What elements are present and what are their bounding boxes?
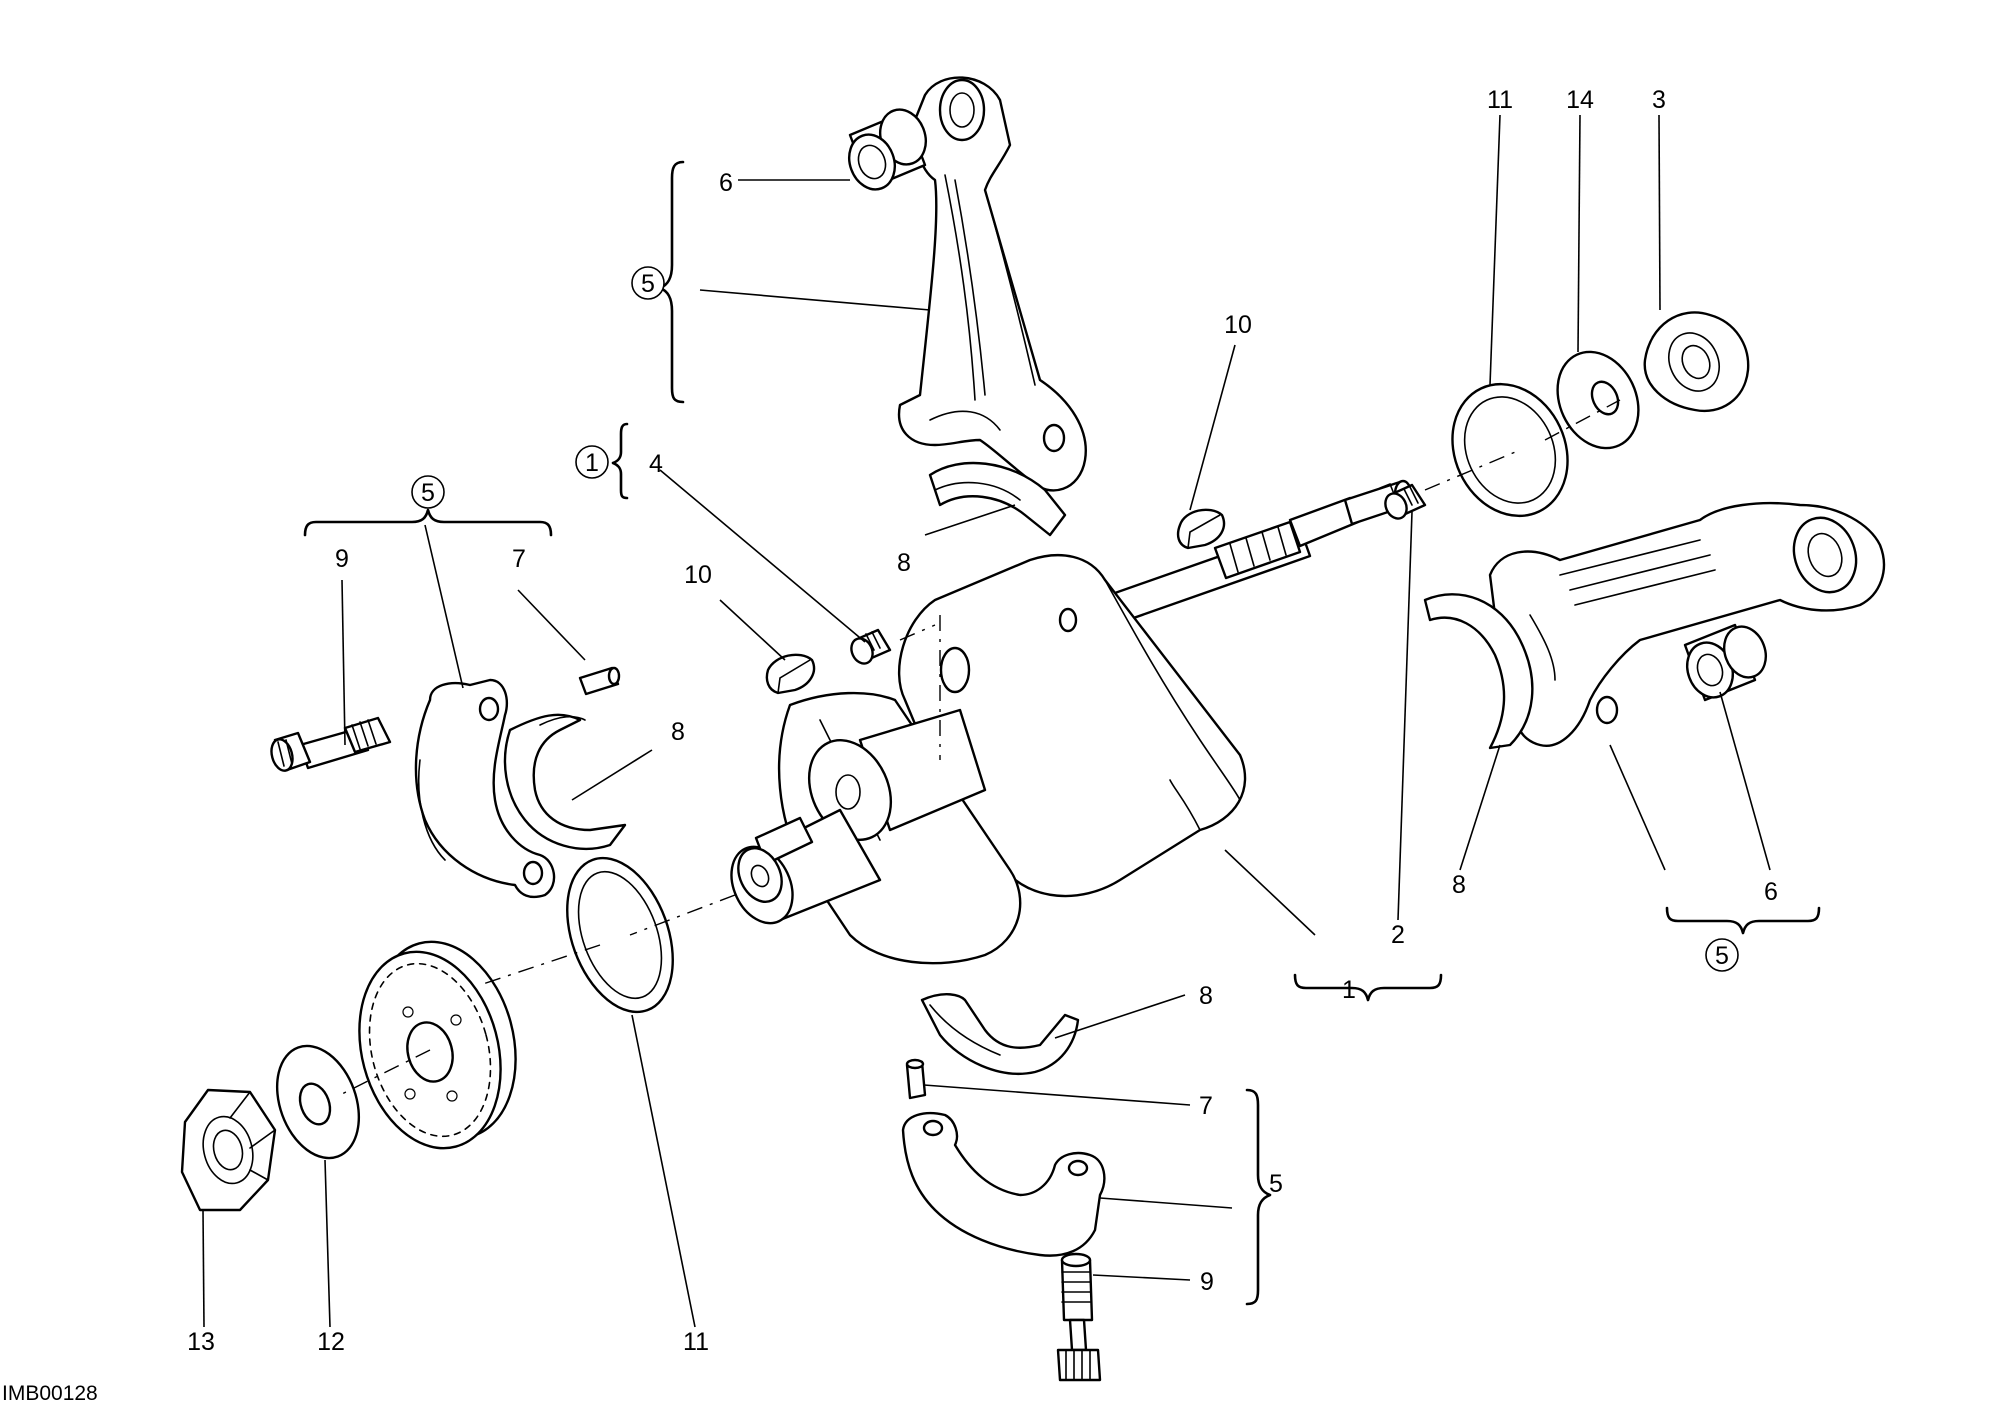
plug-4	[850, 628, 892, 665]
callout-10-top: 10	[1224, 311, 1252, 339]
callout-6-right: 6	[1764, 878, 1778, 906]
callout-10-mid: 10	[684, 561, 712, 589]
assembly-axis-plug	[899, 624, 936, 641]
drawing-code: IMB00128	[2, 1382, 98, 1405]
washer-14	[1556, 350, 1640, 450]
callout-11-top: 11	[1487, 86, 1513, 114]
thrust-washer-front	[566, 856, 674, 1014]
callout-ring-5-left	[411, 475, 445, 509]
bearing-shell-upper	[928, 461, 1067, 537]
callout-9-bottom: 9	[1200, 1268, 1214, 1296]
callout-6-top: 6	[719, 169, 733, 197]
assembly-axis-gear	[339, 1049, 431, 1096]
timing-gear	[358, 940, 517, 1150]
callout-5-top: 5	[641, 270, 655, 298]
bracket-group-5-left	[303, 508, 553, 537]
bracket-group-5-bottom	[1245, 1088, 1272, 1306]
assembly-axis-rear	[1424, 399, 1621, 491]
cap-bolt-bottom	[1056, 1252, 1102, 1382]
callout-9-left: 9	[335, 545, 349, 573]
bracket-group-1-bottom	[1293, 973, 1443, 1002]
callout-2: 2	[1391, 921, 1405, 949]
callout-8-left: 8	[671, 718, 685, 746]
bearing-shell-right	[1423, 593, 1534, 750]
plug-2	[1384, 483, 1427, 520]
connecting-rod-upper	[897, 76, 1087, 492]
bearing-shell-bottom	[920, 993, 1080, 1075]
dowel-pin-bottom	[905, 1058, 927, 1100]
rod-cap-left	[414, 678, 556, 899]
callout-1-left: 1	[585, 449, 599, 477]
callout-ring-5-top	[631, 266, 665, 300]
washer-12	[275, 1044, 361, 1160]
callout-13: 13	[187, 1328, 215, 1356]
assembly-axis-front	[479, 894, 736, 986]
callout-8-right: 8	[1452, 871, 1466, 899]
dowel-pin-left	[578, 666, 621, 696]
small-end-bush-top	[848, 108, 927, 191]
callout-ring-5-right	[1705, 938, 1739, 972]
rod-cap-bottom	[901, 1111, 1106, 1257]
nut-3	[1643, 311, 1750, 413]
nut-13	[180, 1088, 277, 1212]
callout-4: 4	[649, 450, 663, 478]
callout-ring-1-left	[575, 445, 609, 479]
callout-8-top: 8	[897, 549, 911, 577]
callout-5-bottom: 5	[1269, 1170, 1283, 1198]
callout-1-bottom: 1	[1342, 976, 1356, 1004]
bracket-group-1-left	[611, 422, 629, 500]
small-end-bush-right	[1683, 623, 1767, 702]
connecting-rod-right	[1488, 501, 1886, 747]
bracket-group-5-right	[1665, 906, 1821, 935]
callout-labels: 6 5 1 4 10 10 8 5 9 7 8 11 14 3 2 1 8 6 …	[187, 86, 1778, 1356]
callout-5-right: 5	[1715, 942, 1729, 970]
thrust-washer-right	[1451, 382, 1569, 518]
callout-11-bottom: 11	[683, 1328, 709, 1356]
leader-lines	[202, 114, 1771, 1328]
callout-14: 14	[1566, 86, 1594, 114]
woodruff-key-mid	[765, 653, 816, 695]
callout-5-left: 5	[421, 479, 435, 507]
crankshaft	[730, 479, 1413, 965]
callout-7-bottom: 7	[1199, 1092, 1213, 1120]
callout-8-bottom: 8	[1199, 982, 1213, 1010]
woodruff-key-top	[1176, 508, 1226, 550]
callout-12: 12	[317, 1328, 345, 1356]
callout-3: 3	[1652, 86, 1666, 114]
cap-bolt-left	[270, 716, 392, 772]
callout-7-left: 7	[512, 545, 526, 573]
bearing-shell-left	[503, 713, 627, 851]
